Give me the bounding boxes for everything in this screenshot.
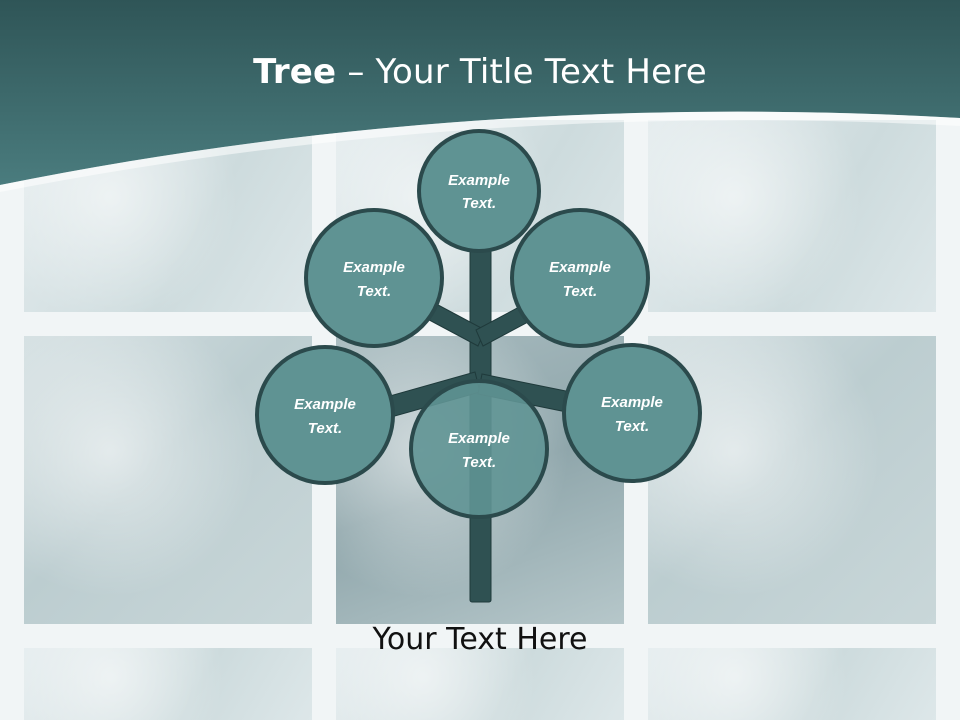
node-label: Example — [601, 394, 663, 411]
slide-title: Tree – Your Title Text Here — [0, 52, 960, 92]
node-label: Example — [294, 396, 356, 413]
caption-text: Your Text Here — [372, 622, 588, 657]
node-label: Text. — [462, 195, 496, 212]
node-label: Example — [448, 430, 510, 447]
tree-node: Example Text. — [409, 379, 549, 519]
tree-node: Example Text. — [562, 343, 702, 483]
background-photo — [336, 648, 624, 720]
node-label: Text. — [308, 420, 342, 437]
node-label: Example — [343, 259, 405, 276]
header-band — [0, 0, 960, 192]
node-label: Text. — [462, 454, 496, 471]
node-label: Example — [448, 172, 510, 189]
tree-node: Example Text. — [255, 345, 395, 485]
node-label: Example — [549, 259, 611, 276]
background-photo — [648, 336, 936, 624]
node-label: Text. — [615, 418, 649, 435]
title-rest: – Your Title Text Here — [336, 52, 707, 92]
tree-node: Example Text. — [510, 208, 650, 348]
background-photo — [648, 120, 936, 312]
title-bold: Tree — [253, 52, 337, 92]
tree-node: Example Text. — [304, 208, 444, 348]
node-label: Text. — [563, 283, 597, 300]
background-photo — [24, 648, 312, 720]
node-label: Text. — [357, 283, 391, 300]
tree-node: Example Text. — [417, 129, 541, 253]
background-photo — [648, 648, 936, 720]
